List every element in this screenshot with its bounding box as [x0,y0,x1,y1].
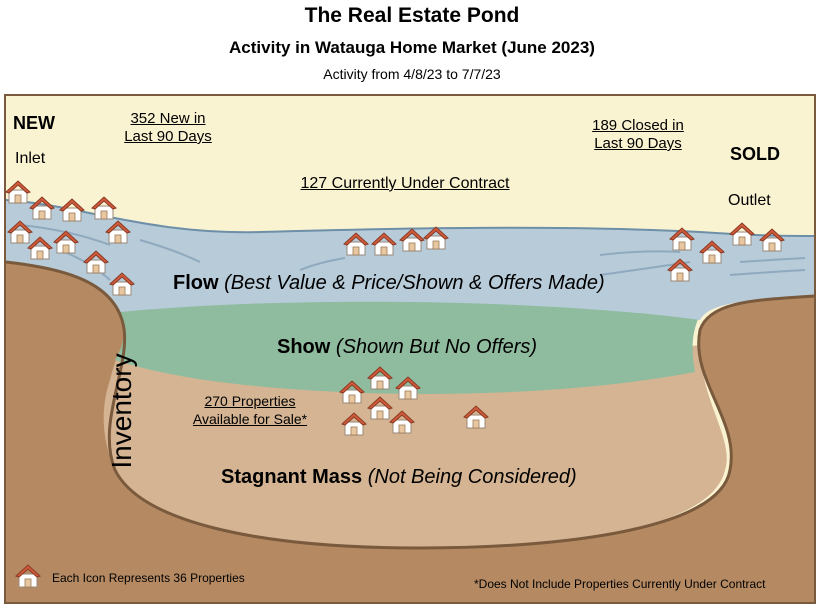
flow-layer [6,200,814,320]
house-icon [59,198,85,222]
house-icon [729,222,755,246]
house-icon [699,240,725,264]
house-icon [399,228,425,252]
house-icon [367,366,393,390]
house-icon [27,236,53,260]
page-title: The Real Estate Pond [304,4,520,27]
available-label: 270 Properties Available for Sale* [192,393,308,427]
house-icon [343,232,369,256]
house-icon [7,220,33,244]
show-label: Show (Shown But No Offers) [277,336,538,358]
house-icon [371,232,397,256]
house-icon [341,412,367,436]
house-icon [395,376,421,400]
house-icon [389,410,415,434]
house-icon [423,226,449,250]
house-icon [109,272,135,296]
footnote: *Does Not Include Properties Currently U… [474,577,766,591]
inlet-label: Inlet [15,150,46,167]
sold-label: SOLD [730,144,781,164]
inventory-label: Inventory [106,353,137,469]
date-range: Activity from 4/8/23 to 7/7/23 [323,66,501,82]
page-subtitle: Activity in Watauga Home Market (June 20… [229,38,595,57]
house-icon [367,396,393,420]
house-icons [5,180,785,436]
house-icon [759,228,785,252]
house-icon [339,380,365,404]
house-icon [105,220,131,244]
stagnant-label: Stagnant Mass (Not Being Considered) [221,466,577,488]
house-icon [15,564,41,588]
house-icon [53,230,79,254]
stagnant-layer [103,336,727,548]
flow-label: Flow (Best Value & Price/Shown & Offers … [173,272,605,294]
new-label: NEW [13,113,55,133]
outlet-label: Outlet [728,192,771,209]
house-icon [669,227,695,251]
house-icon [83,250,109,274]
under-contract-label: 127 Currently Under Contract [300,175,510,192]
house-icon [91,196,117,220]
closed-count-label: 189 Closed in Last 90 Days [592,117,684,152]
show-layer [115,295,700,394]
legend-house-icon [15,564,41,588]
house-icon [29,196,55,220]
earth-area [6,262,814,602]
pond-outline [5,260,815,550]
house-icon [463,405,489,429]
new-count-label: 352 New in Last 90 Days [124,110,212,145]
house-icon [5,180,31,204]
house-icon [667,258,693,282]
legend-note: Each Icon Represents 36 Properties [52,571,245,585]
